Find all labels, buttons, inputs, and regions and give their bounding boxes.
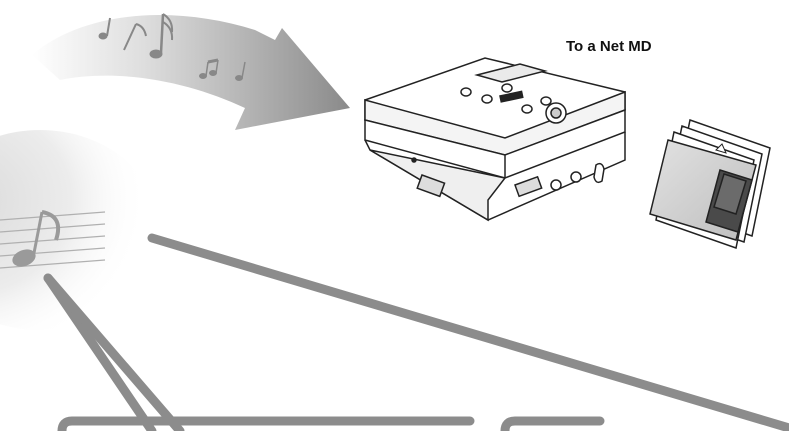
staff-note-icon <box>0 130 160 330</box>
connector-lines <box>43 233 789 431</box>
minidisc-stack-icon <box>649 119 771 249</box>
md-player-icon <box>364 57 626 222</box>
music-notes-icon <box>98 13 246 81</box>
curved-arrow-icon <box>32 15 350 130</box>
target-label: To a Net MD <box>566 38 652 55</box>
